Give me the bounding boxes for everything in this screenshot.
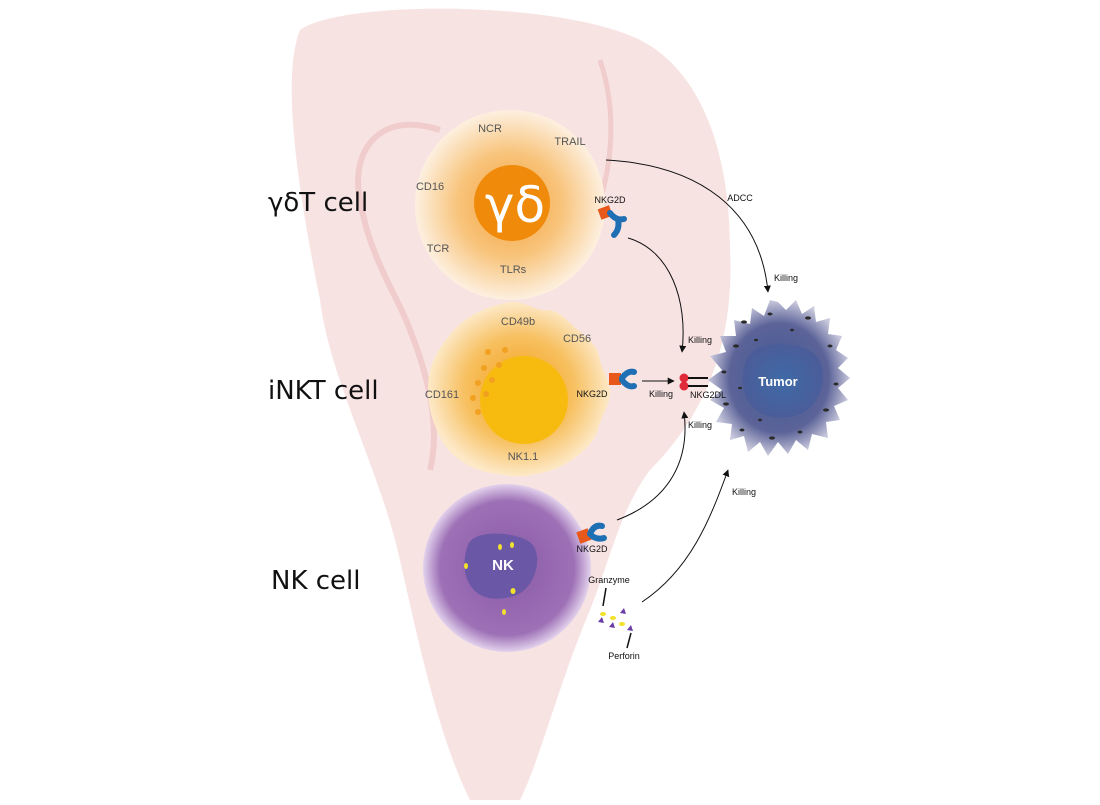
tumor-specks bbox=[721, 312, 839, 440]
gdt-cell-name: γδT cell bbox=[268, 188, 369, 218]
nk-cell-nucleus bbox=[464, 533, 538, 599]
nk-cell: NK NKG2D Granzyme Perforin bbox=[423, 484, 640, 661]
marker-nk11: NK1.1 bbox=[508, 451, 539, 463]
tumor-nucleus bbox=[742, 344, 823, 418]
marker-cd161: CD161 bbox=[425, 389, 459, 401]
gdt-cell: γδ NCR TRAIL CD16 TCR TLRs NKG2D bbox=[415, 110, 627, 300]
nk-granules bbox=[464, 542, 516, 615]
marker-ncr: NCR bbox=[478, 123, 502, 135]
tumor-label: Tumor bbox=[758, 374, 797, 389]
adcc-label: ADCC bbox=[727, 193, 753, 203]
gdt-nkg2d-receptor-icon bbox=[597, 205, 627, 238]
marker-cd56: CD56 bbox=[563, 333, 591, 345]
nkg2dl-label: NKG2DL bbox=[690, 390, 726, 400]
marker-tcr: TCR bbox=[427, 243, 450, 255]
arrow-granzyme-perforin bbox=[641, 469, 730, 603]
marker-trail: TRAIL bbox=[554, 136, 585, 148]
marker-cd16: CD16 bbox=[416, 181, 444, 193]
arrow-gdt-nkg2d bbox=[627, 237, 687, 353]
marker-cd49b: CD49b bbox=[501, 316, 535, 328]
perforin-pointer bbox=[626, 632, 632, 649]
tumor-cell: Tumor bbox=[708, 300, 850, 456]
nk-nkg2d-receptor-icon bbox=[576, 522, 607, 544]
nk-cell-name: NK cell bbox=[271, 566, 361, 596]
inkt-cell-name: iNKT cell bbox=[268, 376, 379, 406]
arrow-adcc bbox=[605, 159, 771, 293]
killing-label-inkt: Killing bbox=[649, 389, 673, 399]
nkg2dl-ligand-icon bbox=[679, 373, 708, 391]
inkt-nkg2d-label: NKG2D bbox=[576, 389, 608, 399]
perforin-label: Perforin bbox=[608, 651, 640, 661]
inkt-cell: CD49b CD56 CD161 NK1.1 NKG2D bbox=[425, 301, 637, 477]
killing-label-adcc: Killing bbox=[774, 273, 798, 283]
granzyme-pointer bbox=[602, 587, 607, 607]
inkt-nkg2d-receptor-icon bbox=[609, 368, 637, 390]
gdt-cell-symbol: γδ bbox=[485, 176, 545, 234]
marker-tlrs: TLRs bbox=[500, 264, 527, 276]
gdt-cell-core bbox=[474, 165, 550, 241]
killing-label-gdt: Killing bbox=[688, 335, 712, 345]
nk-cell-symbol: NK bbox=[492, 557, 514, 574]
inkt-cell-nucleus bbox=[480, 356, 568, 444]
granzyme-label: Granzyme bbox=[588, 575, 630, 585]
granzyme-perforin-particles bbox=[598, 608, 633, 631]
inkt-granules bbox=[470, 347, 508, 415]
arrow-nk-nkg2d bbox=[616, 411, 689, 521]
killing-label-nk: Killing bbox=[688, 420, 712, 430]
killing-label-granzyme: Killing bbox=[732, 487, 756, 497]
nk-nkg2d-label: NKG2D bbox=[576, 544, 608, 554]
gdt-nkg2d-label: NKG2D bbox=[594, 195, 626, 205]
